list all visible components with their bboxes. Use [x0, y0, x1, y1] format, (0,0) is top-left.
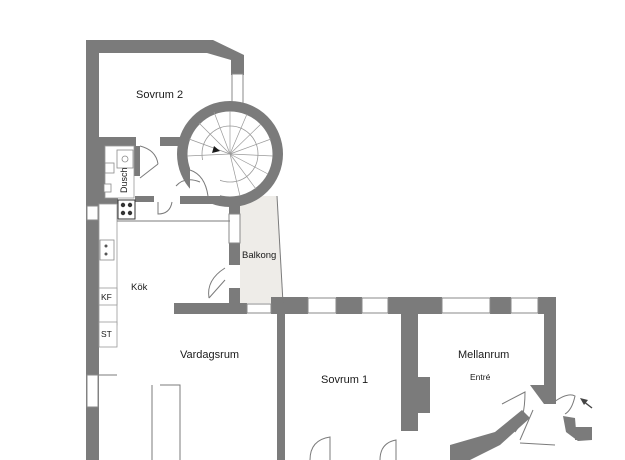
kitchen-counter — [98, 203, 230, 376]
walls — [86, 40, 592, 460]
room-label-sovrum2: Sovrum 2 — [136, 89, 183, 101]
door-swings — [151, 201, 576, 460]
windows — [86, 73, 539, 408]
room-label-entre: Entré — [470, 372, 491, 382]
shower-icon — [116, 149, 134, 169]
room-label-mellanrum: Mellanrum — [458, 349, 509, 361]
balcony-area — [240, 196, 283, 303]
room-label-dusch: Dusch — [119, 167, 129, 193]
room-label-balkong: Balkong — [242, 250, 276, 261]
room-label-kf: KF — [101, 292, 112, 302]
spiral-staircase-icon — [175, 101, 283, 207]
entrance-arrow-icon — [580, 398, 593, 409]
room-label-vardagsrum: Vardagsrum — [180, 349, 239, 361]
room-label-st: ST — [101, 329, 112, 339]
sink-icon — [99, 239, 115, 261]
room-label-kok: Kök — [131, 282, 148, 293]
room-label-sovrum1: Sovrum 1 — [321, 374, 368, 386]
bathroom-fixtures — [103, 145, 159, 199]
toilet-icon — [103, 162, 115, 193]
stove-icon — [117, 199, 136, 220]
